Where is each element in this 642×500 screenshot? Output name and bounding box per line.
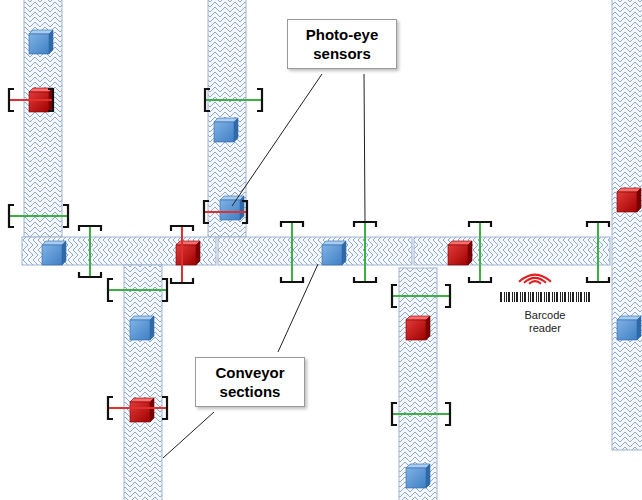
- photo-eye: [9, 89, 53, 111]
- photo-eye: [354, 222, 376, 282]
- leader-line: [364, 74, 365, 221]
- conveyor-section: [399, 268, 437, 500]
- device-label: Barcode reader: [510, 309, 580, 335]
- red-carton: [176, 241, 200, 265]
- blue-carton: [29, 30, 53, 54]
- photo-eye: [9, 205, 68, 227]
- photo-eye: [392, 403, 450, 425]
- conveyor-sections: [22, 0, 642, 500]
- blue-carton: [220, 196, 244, 220]
- photo-eye: [108, 397, 167, 419]
- conveyor-section: [22, 237, 216, 265]
- blue-carton: [214, 118, 238, 142]
- cartons: [29, 30, 641, 488]
- conveyor-section: [612, 0, 642, 450]
- leader-line: [163, 412, 214, 458]
- blue-carton: [617, 316, 641, 340]
- conveyor-section: [124, 265, 162, 500]
- conveyor-section: [24, 0, 62, 237]
- photo-eye: [392, 285, 450, 307]
- conveyor-section: [208, 0, 246, 237]
- conveyor-section: [414, 237, 610, 265]
- photo-eye: [587, 222, 609, 282]
- barcode-reader: [500, 275, 590, 302]
- photo-eye: [204, 201, 247, 223]
- red-carton: [448, 241, 472, 265]
- blue-carton: [406, 464, 430, 488]
- red-carton: [130, 398, 154, 422]
- blue-carton: [322, 241, 346, 265]
- red-carton: [406, 316, 430, 340]
- leader-line: [278, 264, 318, 352]
- photo-eye: [205, 89, 262, 111]
- photo-eye: [171, 226, 193, 283]
- photo-eye: [469, 222, 491, 282]
- photo-eye: [108, 279, 167, 301]
- blue-carton: [42, 241, 66, 265]
- leader-line: [232, 74, 322, 206]
- conveyor-section: [218, 237, 412, 265]
- callout-box: Photo-eye sensors: [287, 19, 397, 69]
- callout-box: Conveyor sections: [195, 357, 305, 407]
- photo-eye: [281, 222, 303, 282]
- red-carton: [617, 188, 641, 212]
- callout-text: Conveyor sections: [204, 363, 296, 401]
- photo-eye: [79, 226, 101, 277]
- callout-text: Photo-eye sensors: [296, 25, 388, 63]
- blue-carton: [130, 316, 154, 340]
- photo-eye-sensors: [9, 89, 609, 425]
- leader-lines: [163, 74, 365, 458]
